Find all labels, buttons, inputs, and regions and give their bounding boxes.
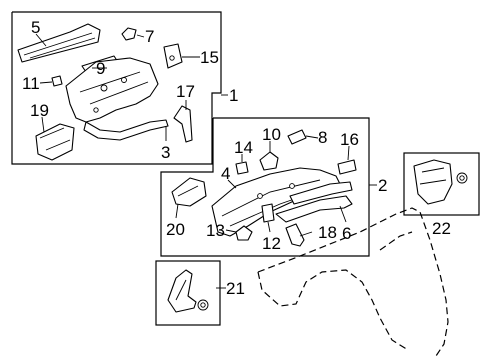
callout-14: 14 [234, 138, 253, 157]
part-21-bracket [167, 269, 209, 313]
part-6-reinforcement [275, 181, 353, 223]
leader-20 [175, 203, 179, 219]
leader-8 [305, 135, 319, 139]
callout-10: 10 [262, 125, 281, 144]
group-box-22 [403, 152, 480, 216]
part-16-bracket [337, 159, 357, 175]
part-4-apron-panel [211, 167, 341, 237]
leader-6 [339, 205, 347, 223]
callout-1: 1 [229, 86, 238, 105]
fender-outline [257, 207, 449, 357]
part-20-support [171, 177, 207, 207]
callout-18: 18 [318, 223, 337, 242]
part-10-bracket [259, 151, 279, 171]
callout-5: 5 [31, 18, 40, 37]
part-3-apron-panel [65, 57, 169, 141]
part-5-upper-rail [17, 23, 101, 63]
callout-8: 8 [318, 128, 327, 147]
leader-7 [136, 34, 145, 38]
leader-12 [267, 221, 271, 233]
part-14-bracket [235, 161, 249, 175]
group-box-21 [155, 260, 221, 326]
leader-5 [35, 33, 47, 47]
callout-11: 11 [22, 74, 40, 93]
part-8-bracket [287, 129, 307, 145]
part-12-clip [261, 203, 275, 223]
callout-16: 16 [340, 130, 359, 149]
leader-16 [347, 145, 350, 161]
callout-15: 15 [200, 48, 219, 67]
callout-4: 4 [221, 164, 230, 183]
leader-19 [41, 116, 45, 133]
part-15-plate [163, 43, 183, 69]
callout-22: 22 [432, 219, 451, 238]
part-18-bracket [285, 223, 305, 247]
callout-3: 3 [161, 143, 170, 162]
part-19-lower-support [35, 123, 75, 161]
leader-4 [227, 179, 237, 189]
callout-13: 13 [206, 221, 225, 240]
leader-11 [39, 81, 53, 84]
leader-18 [299, 231, 313, 237]
group-box-1 [11, 11, 222, 165]
callout-17: 17 [176, 82, 195, 101]
callout-7: 7 [145, 27, 154, 46]
callout-19: 19 [30, 101, 49, 120]
callout-6: 6 [342, 224, 351, 243]
part-11-clip [51, 75, 63, 87]
part-7-bracket [121, 27, 137, 41]
part-17-bracket [173, 105, 193, 143]
group-box-2 [160, 117, 370, 257]
part-22-splash-shield [413, 159, 468, 205]
callout-12: 12 [262, 234, 281, 253]
part-13-grommet [235, 225, 253, 241]
callout-20: 20 [166, 220, 185, 239]
callout-9: 9 [96, 59, 105, 78]
callout-21: 21 [226, 279, 245, 298]
leader-13 [225, 229, 237, 233]
callout-2: 2 [378, 176, 387, 195]
